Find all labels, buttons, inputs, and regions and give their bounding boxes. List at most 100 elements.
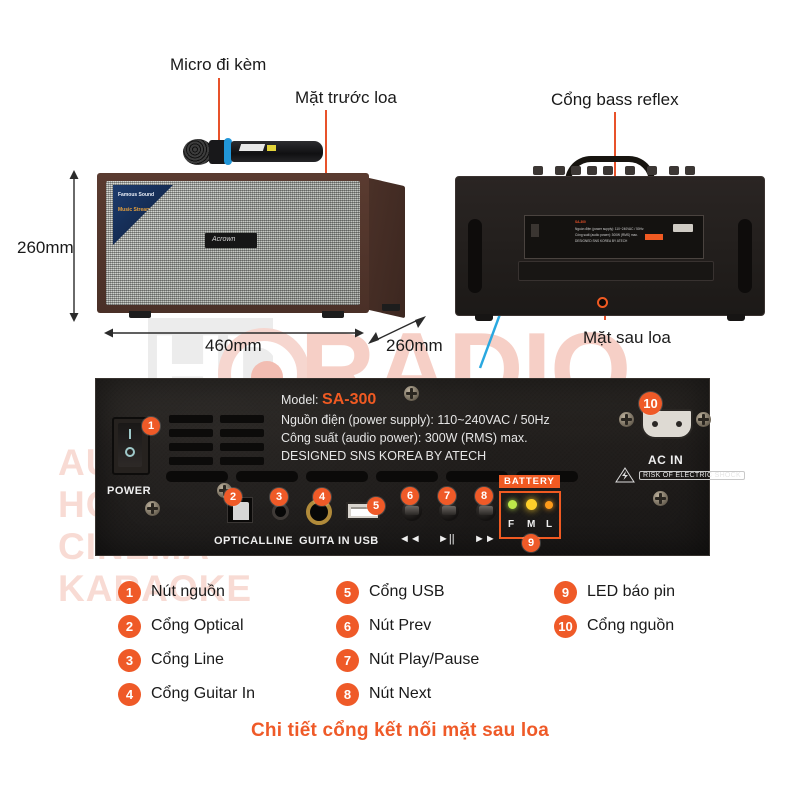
panel-model-label: Model: [281,393,319,407]
mic-indicator [267,145,276,151]
ac-inlet-port[interactable] [641,409,693,439]
legend-badge-6: 6 [336,614,359,638]
optical-plug-icon [233,502,249,520]
prev-button[interactable] [402,501,422,521]
speaker-foot-rear [382,304,400,311]
legend-label-5: Cổng USB [369,583,445,600]
legend-item: 7 Nút Play/Pause [336,643,479,677]
panel-model-value: SA-300 [322,391,377,408]
speaker-back-connector-plate: SA-300 Nguồn điện (power supply): 110~24… [524,215,704,259]
power-rocker-switch[interactable] [112,417,150,475]
line-port-label: LINE [266,535,294,547]
mini-model-value: SA-300 [575,220,586,224]
ac-in-label: AC IN [648,453,684,467]
panel-badge-2[interactable]: 2 [224,488,242,506]
speaker-knob [587,166,597,175]
dimension-width-label: 460mm [205,336,262,355]
panel-screw-ac-left [619,412,634,427]
ac-pin-left [652,421,658,427]
legend-column-2: 5 Cổng USB 6 Nút Prev 7 Nút Play/Pause 8… [336,575,479,711]
dimension-arrow-width [104,328,364,338]
dimension-depth-label: 260mm [386,336,443,355]
usb-contact-icon [351,507,377,516]
speaker-knob [603,166,613,175]
panel-designed-by: DESIGNED SNS KOREA BY ATECH [281,449,487,463]
prev-cap-icon [405,506,419,515]
battery-led-label-l: L [546,519,553,530]
panel-vent [169,415,213,423]
legend-label-1: Nút nguồn [151,583,225,600]
panel-model-row: Model: SA-300 [281,391,376,409]
panel-badge-6[interactable]: 6 [401,487,419,505]
callout-label-bass: Cổng bass reflex [551,90,679,109]
panel-badge-4[interactable]: 4 [313,488,331,506]
battery-led-low [545,501,553,509]
panel-screw-top [404,386,419,401]
play-cap-icon [442,506,456,515]
callout-label-mic: Micro đi kèm [170,55,267,74]
play-pause-button[interactable] [439,501,459,521]
legend-label-9: LED báo pin [587,583,676,600]
legend-label-3: Cổng Line [151,651,224,668]
speaker-front-cabinet: Famous Sound Music Streaming [97,173,369,313]
mini-rocker-switch [531,224,539,237]
panel-badge-3[interactable]: 3 [270,488,288,506]
legend-badge-3: 3 [118,648,141,672]
speaker-back-foot-left [475,314,493,321]
speaker-back-sidepad-right [738,219,752,293]
speaker-side-panel [365,177,405,319]
panel-vent [220,429,264,437]
legend-label-7: Nút Play/Pause [369,651,480,668]
legend-column-1: 1 Nút nguồn 2 Cổng Optical 3 Cổng Line 4… [118,575,255,711]
legend-column-3: 9 LED báo pin 10 Cổng nguồn [554,575,675,643]
ac-pin-right [676,421,682,427]
legend-label-6: Nút Prev [369,617,432,634]
power-label: POWER [107,485,152,497]
panel-slot [446,471,508,482]
battery-title: BATTERY [499,475,560,488]
speaker-brand-logo [205,233,257,248]
guitar-port-label: GUITA IN [299,535,351,547]
legend-item: 1 Nút nguồn [118,575,255,609]
panel-slot [236,471,298,482]
panel-vent [220,415,264,423]
speaker-knob [685,166,695,175]
page-caption: Chi tiết cổng kết nối mặt sau loa [251,720,549,741]
legend-label-4: Cổng Guitar In [151,685,256,702]
legend-label-10: Cổng nguồn [587,617,675,634]
speaker-foot-left [129,311,151,318]
legend-item: 8 Nút Next [336,677,479,711]
panel-vent [220,457,264,465]
panel-badge-9[interactable]: 9 [522,534,540,552]
speaker-back-sidepad-left [468,219,482,293]
panel-vent [169,457,213,465]
rocker-on-symbol-icon [129,429,131,439]
legend-label-8: Nút Next [369,685,432,702]
speaker-knob [669,166,679,175]
optical-port-label: OPTICAL [214,535,266,547]
panel-badge-8[interactable]: 8 [475,487,493,505]
panel-badge-10[interactable]: 10 [639,392,662,415]
mic-head [183,139,213,165]
next-symbol-icon: ►► [474,533,496,545]
panel-badge-5[interactable]: 5 [367,497,385,515]
next-button[interactable] [476,501,496,521]
battery-led-label-m: M [527,519,536,530]
panel-power-supply: Nguồn điện (power supply): 110~240VAC / … [281,413,550,427]
battery-led-label-f: F [508,519,515,530]
panel-badge-7[interactable]: 7 [438,487,456,505]
mini-power-supply: Nguồn điện (power supply): 110~240VAC / … [575,227,644,231]
mic-blue-ring [224,138,232,165]
speaker-back-vent-strip [518,261,714,281]
speaker-front-image: Famous Sound Music Streaming [97,173,405,319]
mini-ac-inlet [673,224,693,232]
speaker-knob [647,166,657,175]
mini-battery-box [645,234,663,240]
panel-vent [169,429,213,437]
legend-item: 3 Cổng Line [118,643,255,677]
panel-screw-ac-bottom [653,491,668,506]
speaker-knob [533,166,543,175]
panel-badge-1[interactable]: 1 [142,417,160,435]
legend-item: 4 Cổng Guitar In [118,677,255,711]
